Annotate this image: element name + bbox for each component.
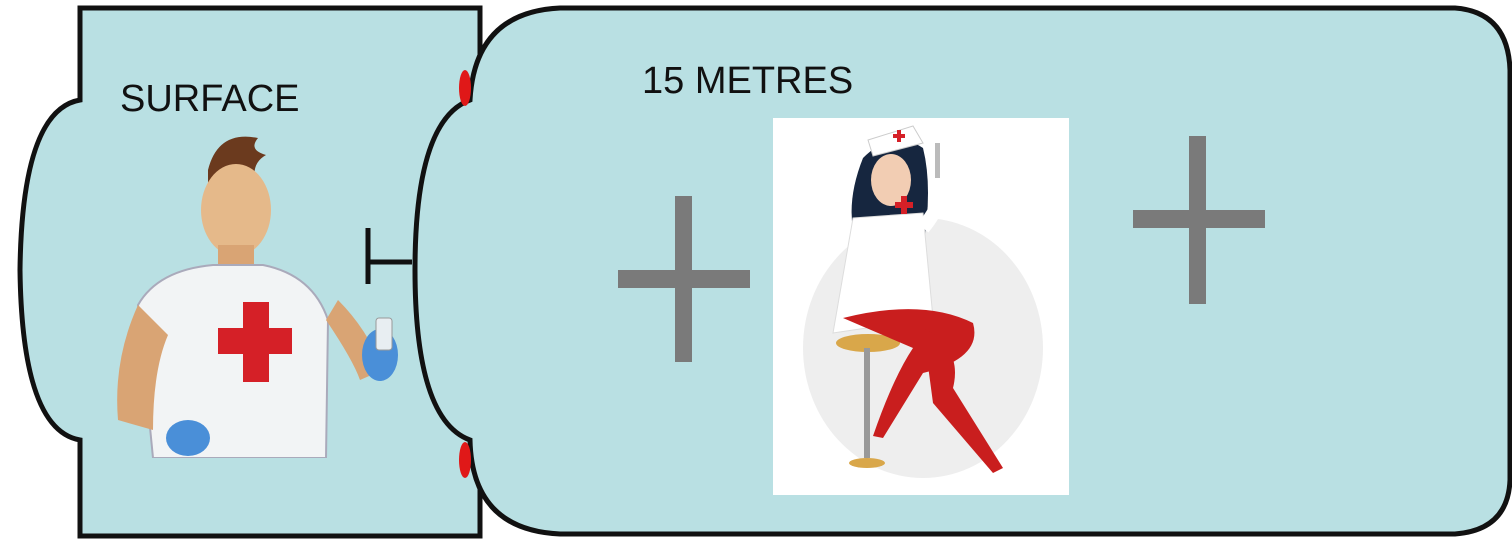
surface-label: SURFACE [120,78,299,121]
female-nurse-illustration [773,118,1069,495]
male-nurse-illustration [98,130,406,458]
lower-seal-marker [459,442,471,478]
upper-seal-marker [459,70,471,106]
depth-label: 15 METRES [642,60,853,103]
